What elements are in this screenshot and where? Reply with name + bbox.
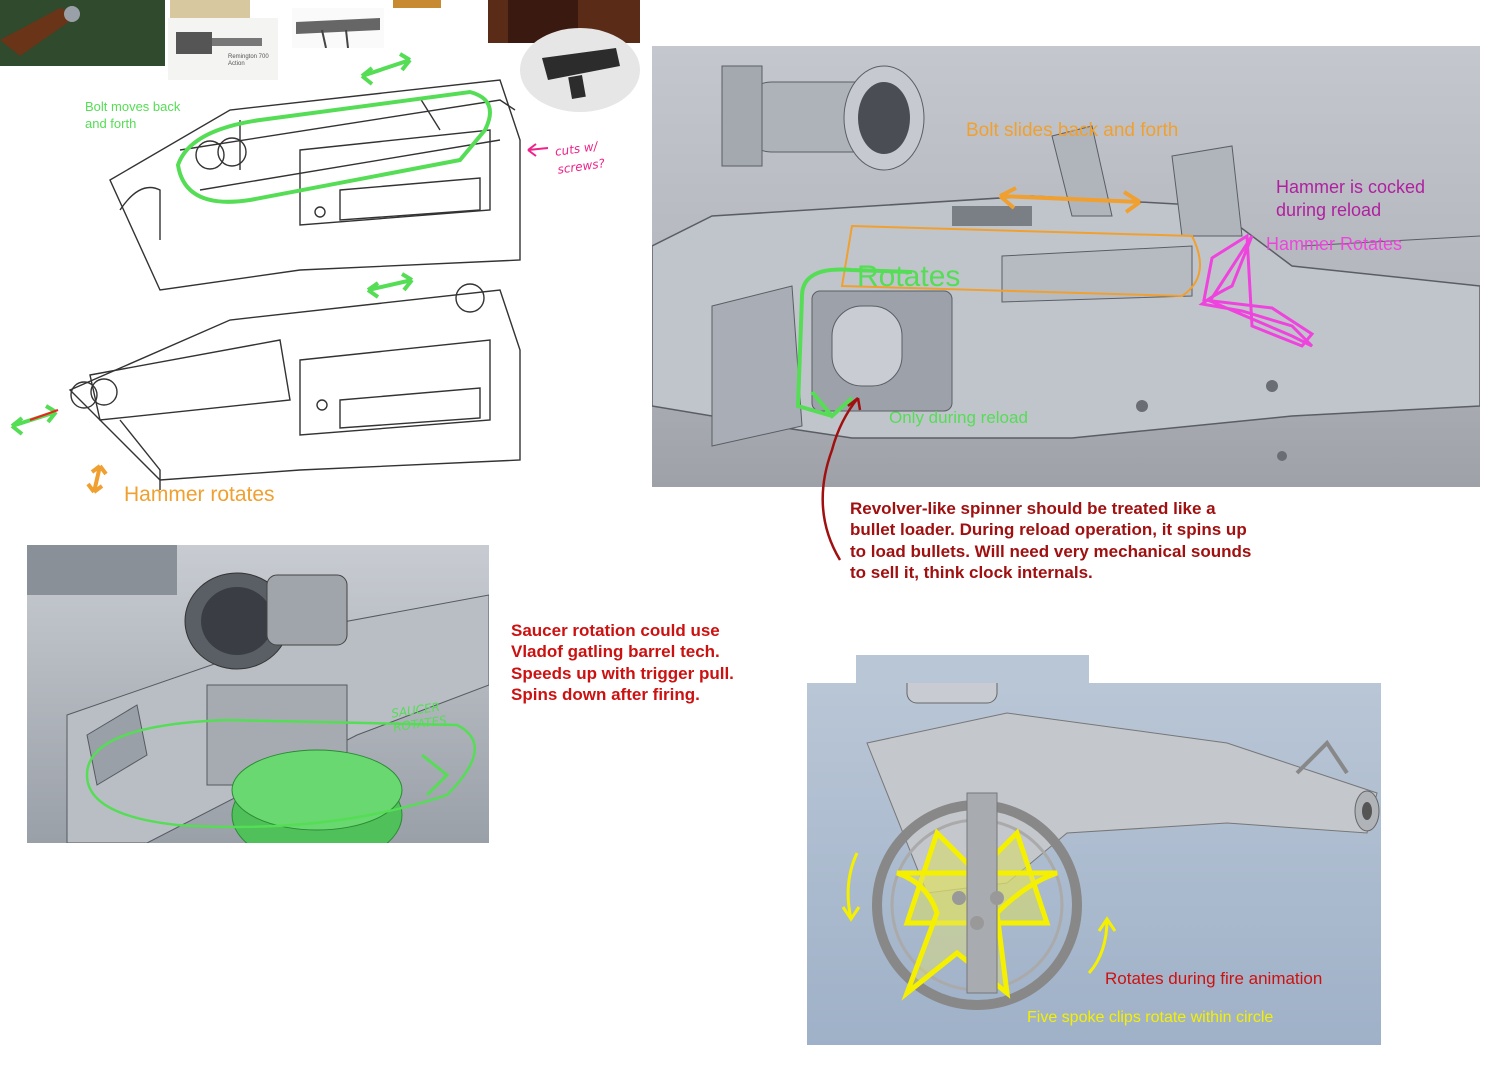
- catalog-caption: Remington 700 Action: [228, 54, 269, 67]
- hammer-rotates-render-note: Hammer Rotates: [1266, 234, 1403, 254]
- render-wheel: [807, 683, 1381, 1045]
- revolver-spinner-note: Revolver-like spinner should be treated …: [850, 499, 1252, 582]
- rotates-note: Rotates: [857, 260, 961, 293]
- reference-photo-catalog: Remington 700 Action: [168, 18, 278, 80]
- saucer-rotation-note: Saucer rotation could use Vladof gatling…: [511, 621, 734, 704]
- bolt-moves-note: Bolt moves back and forth: [85, 99, 181, 131]
- sketch-panel: [0, 40, 640, 520]
- bolt-slides-note: Bolt slides back and forth: [966, 120, 1179, 141]
- hammer-cocked-note: Hammer is cocked during reload: [1276, 177, 1426, 220]
- render-wheel-backdrop-top: [856, 655, 1089, 685]
- only-during-reload-note: Only during reload: [889, 408, 1028, 427]
- revolver-pointer-arrow: [821, 397, 862, 561]
- reference-photo-bolt: [520, 28, 640, 112]
- reference-photo-small: [393, 0, 441, 8]
- five-spoke-note: Five spoke clips rotate within circle: [1027, 1009, 1274, 1026]
- render-receiver-top: [652, 46, 1480, 487]
- receiver-sketch: [10, 52, 549, 494]
- render-saucer: [27, 545, 489, 843]
- rotates-fire-note: Rotates during fire animation: [1105, 969, 1323, 988]
- reference-photo-wood: [170, 0, 250, 20]
- hammer-rotates-note: Hammer rotates: [124, 483, 275, 506]
- reference-photo-mechanism: [292, 8, 384, 48]
- reference-photo-rifle-stock: [0, 0, 165, 66]
